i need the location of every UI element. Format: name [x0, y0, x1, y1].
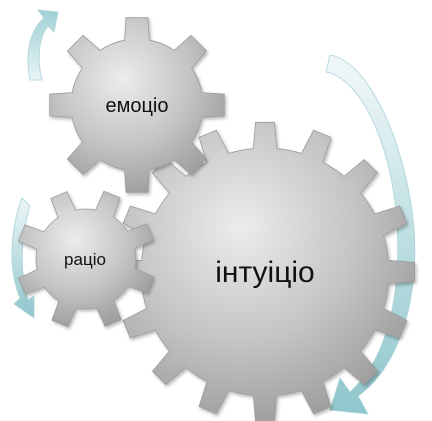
gear-intuition-shape	[114, 121, 416, 421]
gear-emotion-shape	[49, 17, 225, 193]
gear-intuition: інтуіціо	[114, 121, 416, 421]
gear-reason-shape	[17, 190, 155, 328]
gear-emotion-label: емоціо	[105, 95, 168, 117]
gear-intuition-label: інтуіціо	[215, 256, 315, 289]
gear-emotion: емоціо	[49, 17, 225, 193]
cycle-arrow-bottom-left	[11, 197, 35, 319]
gear-reason: раціо	[17, 190, 155, 328]
cycle-arrow-top-left	[27, 9, 59, 81]
gear-reason-label: раціо	[64, 250, 106, 269]
